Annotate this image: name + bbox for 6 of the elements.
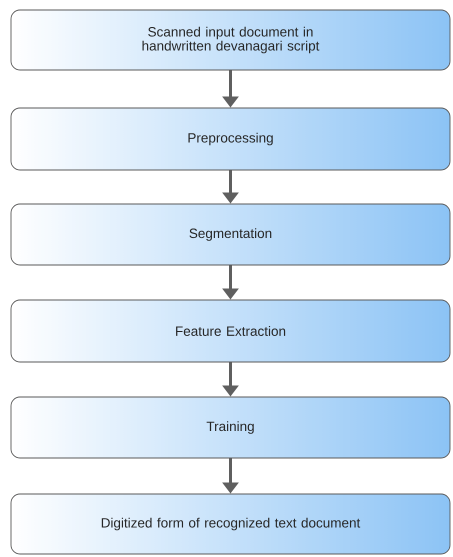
process-box: Digitized form of recognized text document [10,494,450,554]
process-box: Preprocessing [10,108,450,170]
process-box: Training [10,396,450,458]
process-box: Feature Extraction [10,300,450,362]
process-box: Scanned input document in handwritten devanagari script [10,10,450,70]
process-box: Segmentation [10,204,450,266]
